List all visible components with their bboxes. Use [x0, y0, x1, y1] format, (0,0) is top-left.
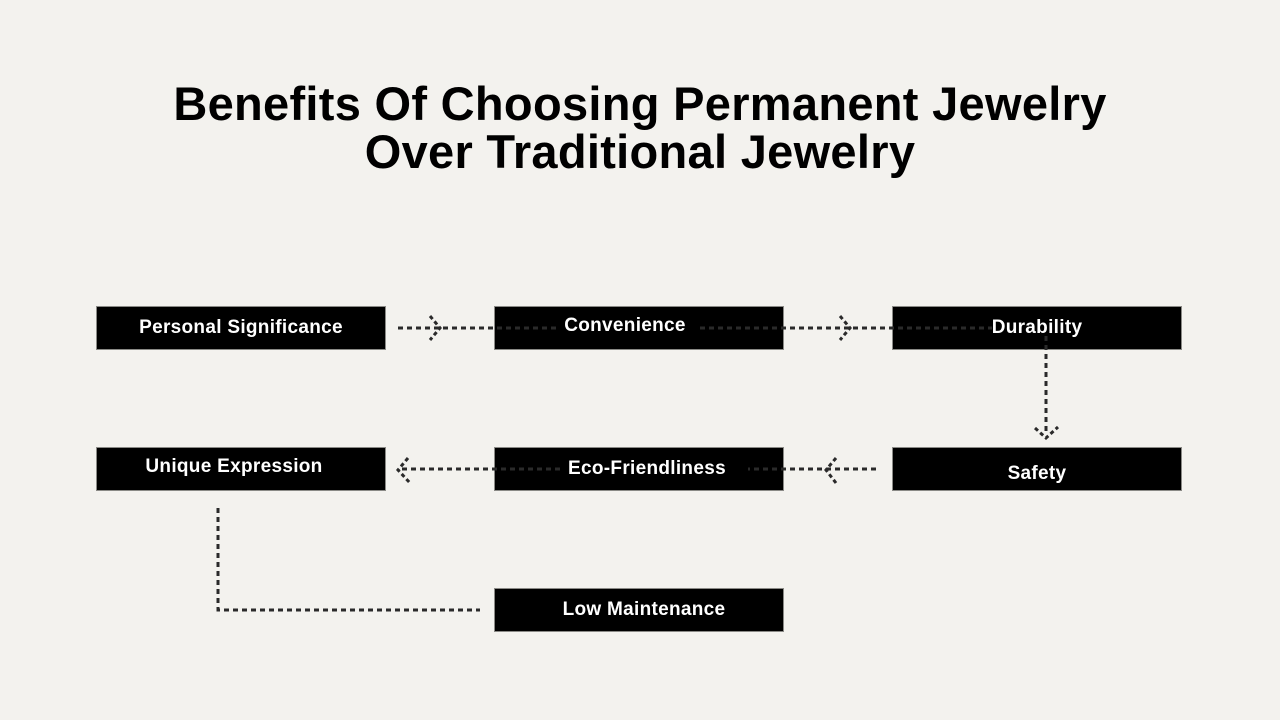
node-safety[interactable]: Safety: [892, 447, 1182, 491]
node-label: Eco-Friendliness: [568, 458, 726, 479]
page-title: Benefits Of Choosing Permanent Jewelry O…: [0, 80, 1280, 176]
node-eco-friendliness[interactable]: Eco-Friendliness: [494, 447, 784, 491]
arrowhead-left-icon: [824, 457, 838, 484]
node-durability[interactable]: Durability: [892, 306, 1182, 350]
title-line-1: Benefits Of Choosing Permanent Jewelry: [173, 77, 1107, 130]
node-label: Safety: [1007, 463, 1067, 484]
node-label: Low Maintenance: [562, 599, 726, 620]
node-label: Convenience: [564, 315, 686, 336]
arrowhead-right-icon: [838, 315, 852, 341]
node-label: Unique Expression: [145, 456, 323, 477]
arrowhead-left-icon: [396, 457, 412, 485]
title-line-2: Over Traditional Jewelry: [364, 125, 916, 178]
edge-unique-to-lowmaintenance: [216, 508, 480, 612]
node-convenience[interactable]: Convenience: [494, 306, 784, 350]
node-low-maintenance[interactable]: Low Maintenance: [494, 588, 784, 632]
node-label: Personal Significance: [139, 317, 343, 338]
arrowhead-down-icon: [1033, 425, 1060, 441]
node-label: Durability: [991, 317, 1083, 338]
arrowhead-right-icon: [428, 315, 442, 341]
node-unique-expression[interactable]: Unique Expression: [96, 447, 386, 491]
node-personal-significance[interactable]: Personal Significance: [96, 306, 386, 350]
